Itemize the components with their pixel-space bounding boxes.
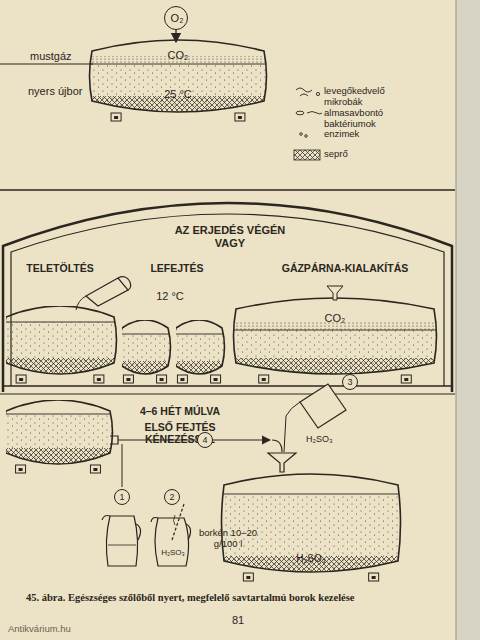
wine-tank [6, 306, 114, 384]
callout-number: 3 [342, 374, 358, 390]
label: H₂SO₃ [304, 434, 335, 444]
legend-text: enzimek [324, 129, 396, 140]
callout-number: 4 [197, 432, 213, 448]
fermenting-tank: CO₂ 25 °C [92, 40, 264, 122]
legend-text: seprő [324, 149, 396, 160]
callout-number: 1 [114, 489, 130, 505]
node-text: O₂ [171, 12, 184, 25]
label: nyers újbor [28, 85, 82, 98]
label: ELSŐ FEJTÉS KÉNEZÉSSEL [110, 421, 250, 445]
legend-text: almasavbontó baktériumok [324, 108, 396, 130]
label: LEFEJTÉS [150, 262, 203, 274]
node-text: H₂SO₃ [161, 548, 185, 557]
wine-tank [122, 320, 168, 384]
jug: H₂SO₃ [154, 516, 192, 568]
node-text: CO₂ [325, 312, 346, 325]
node-text: CO₂ [168, 49, 189, 62]
legend-text: levegőkedvelő mikrobák [324, 86, 396, 108]
label: AZ ERJEDÉS VÉGÉN VAGY [165, 224, 295, 249]
label: Antikvárium.hu [8, 624, 71, 635]
node-text: H₂SO₃ [296, 553, 326, 565]
label: GÁZPÁRNA-KIALAKÍTÁS [282, 262, 409, 274]
label: 4–6 HÉT MÚLVA [140, 405, 220, 417]
node-text: 25 °C [164, 88, 192, 101]
label: mustgáz [30, 50, 72, 63]
wine-tank [6, 400, 110, 474]
wine-tank [176, 320, 222, 384]
tank-outline [154, 516, 192, 568]
label: 81 [232, 614, 244, 627]
gas-circle: O₂ [164, 6, 188, 30]
tank-outline [236, 298, 434, 384]
label: 12 °C [156, 290, 184, 303]
callout-number: 2 [164, 489, 180, 505]
wine-tank: CO₂ [236, 298, 434, 384]
label: borkén 10–20 g/100 l [188, 528, 268, 550]
label: TELETÖLTÉS [26, 262, 93, 274]
caption: 45. ábra. Egészséges szőlőből nyert, meg… [26, 592, 451, 604]
